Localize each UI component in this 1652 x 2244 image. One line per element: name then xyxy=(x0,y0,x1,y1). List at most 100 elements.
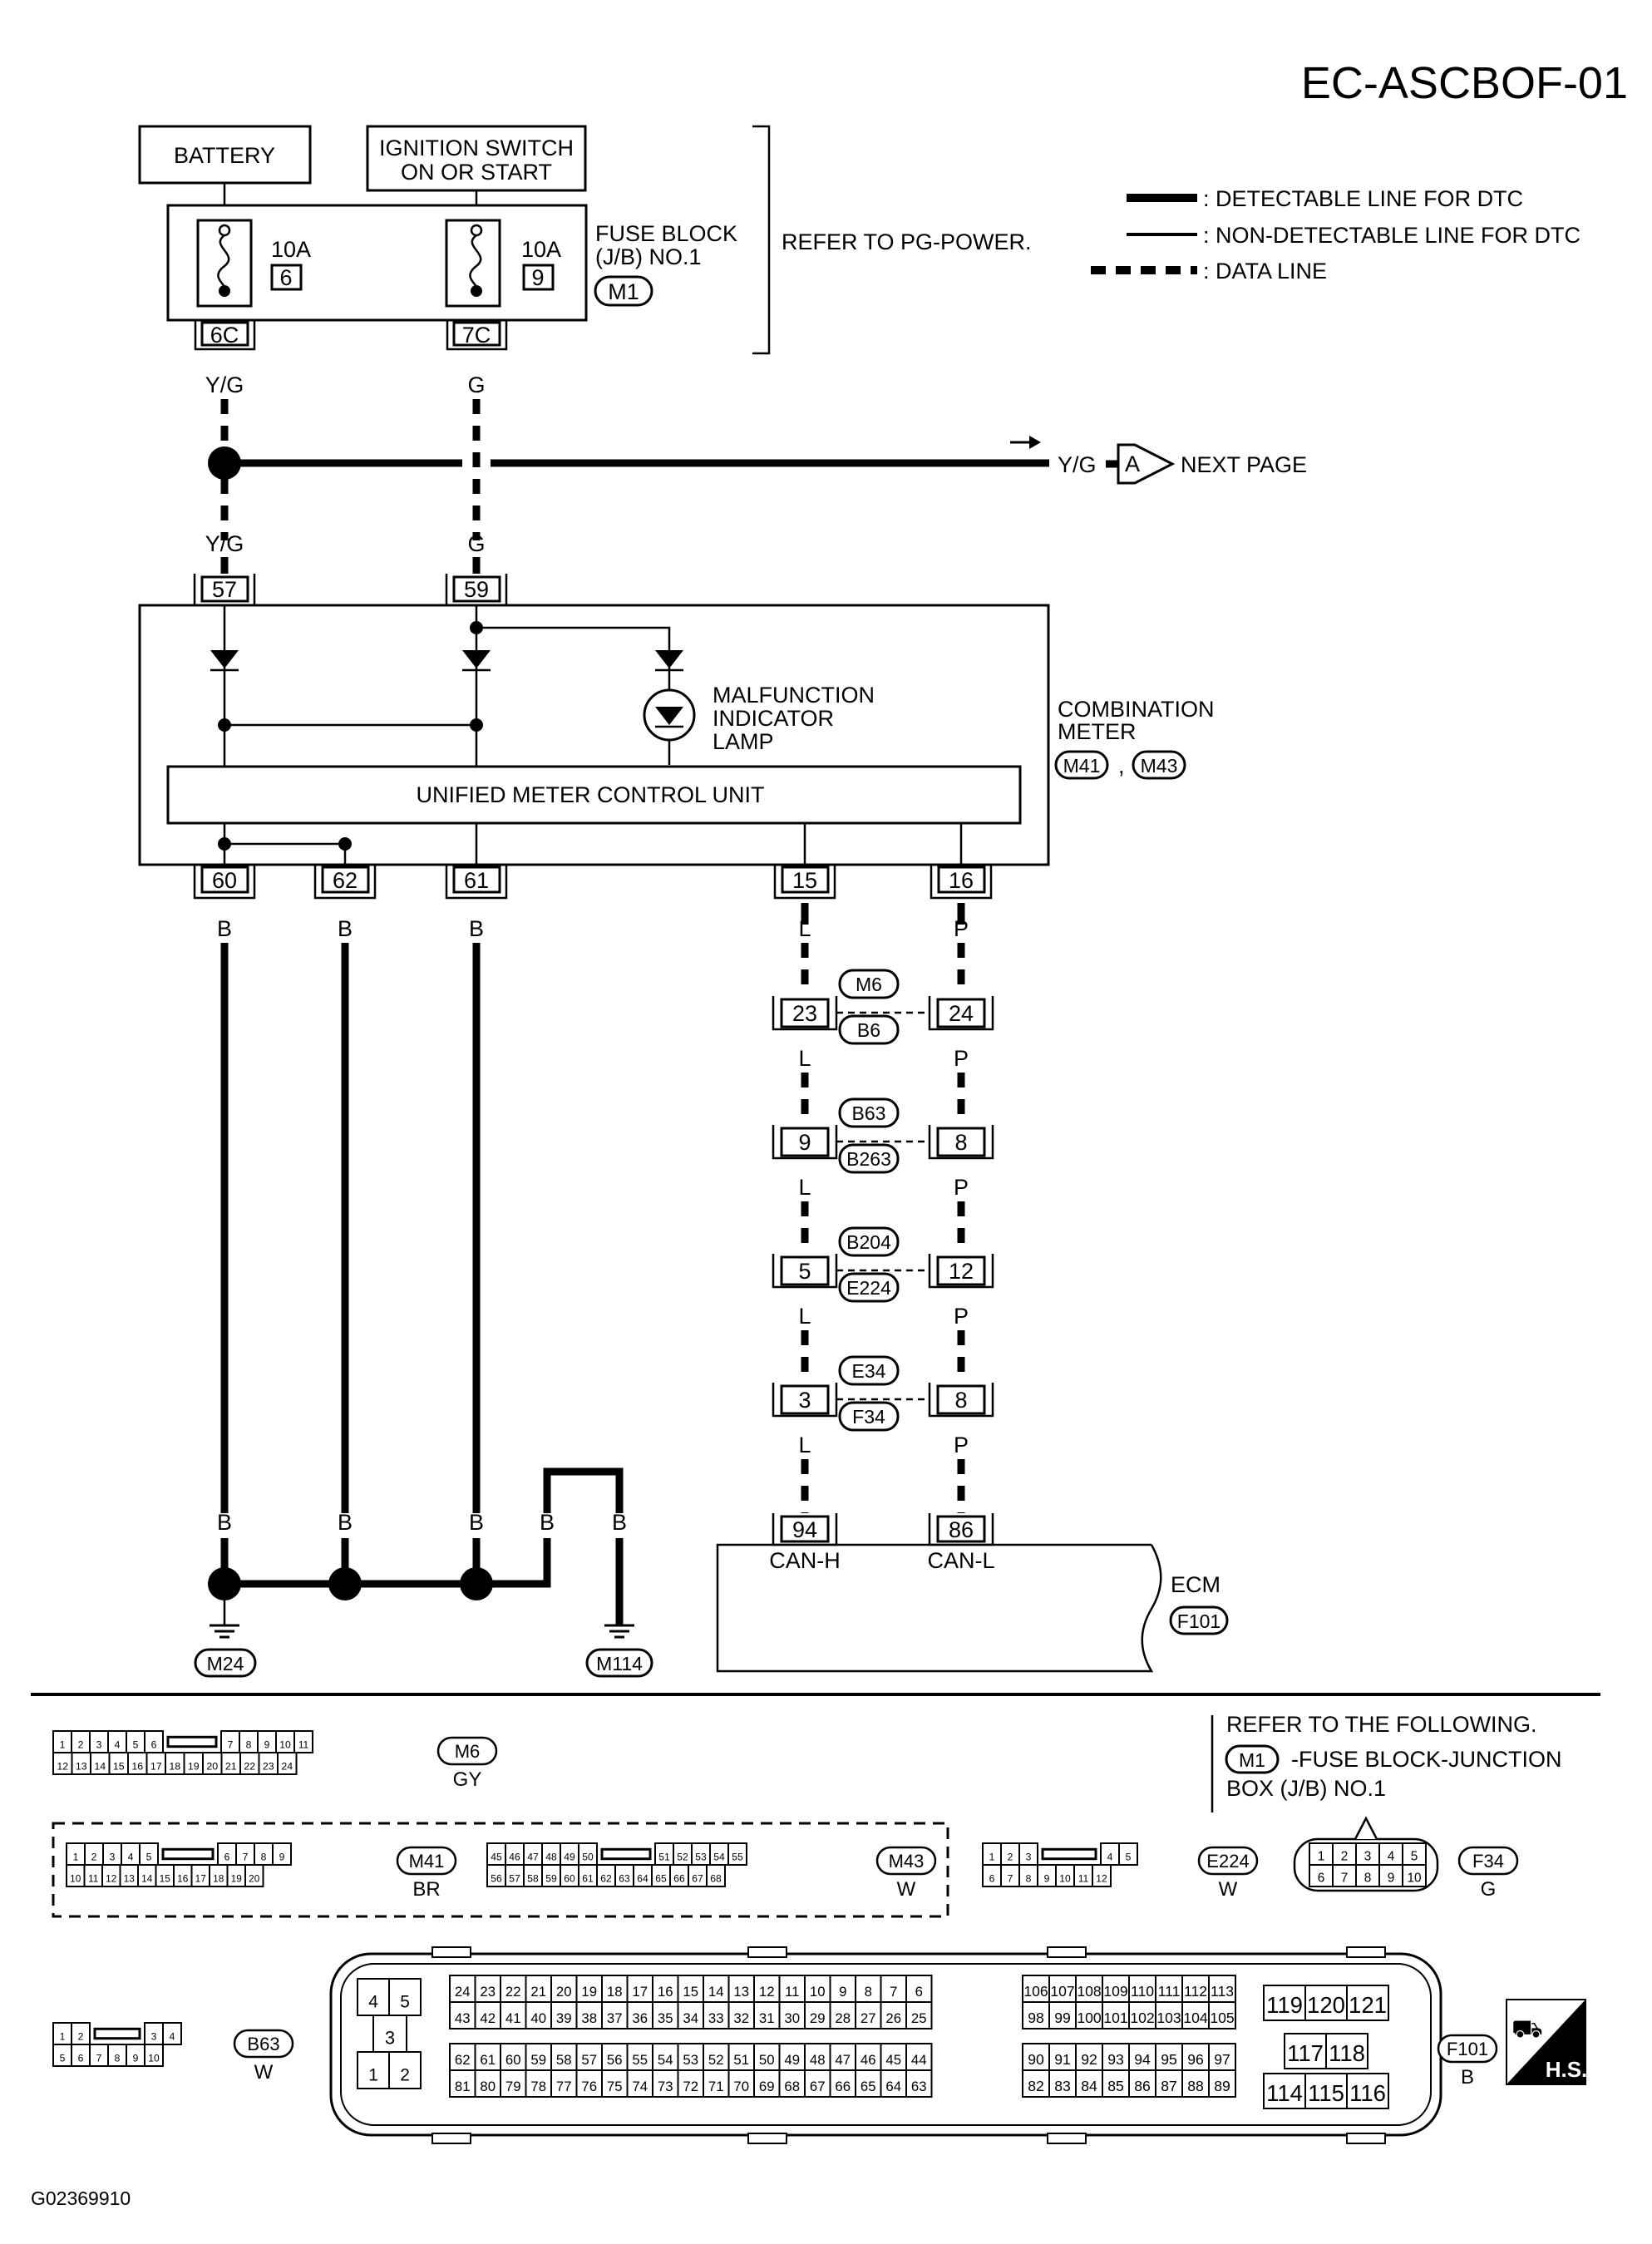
f101-cell xyxy=(1102,1975,1130,2003)
fuse-6-number: 6 xyxy=(279,265,292,290)
meter-pin-15: 15 xyxy=(792,868,817,893)
m6-pin: 7 xyxy=(228,1738,234,1750)
f101-pin: 58 xyxy=(556,2052,572,2068)
f101-pin: 47 xyxy=(835,2052,851,2068)
f101-pin: 32 xyxy=(733,2010,749,2026)
f101-pin: 109 xyxy=(1103,1983,1127,2000)
e224-pin: 1 xyxy=(989,1851,995,1862)
e224-pin: 2 xyxy=(1008,1851,1013,1862)
f101-pin: 121 xyxy=(1349,1992,1387,2018)
b63-cell xyxy=(162,2022,182,2045)
f101-pin: 52 xyxy=(708,2052,724,2068)
m43-cell xyxy=(727,1842,747,1866)
m43-pin: 65 xyxy=(655,1872,667,1884)
f101-inner xyxy=(340,1963,1432,2126)
f101-cell xyxy=(1022,2069,1050,2098)
f101-pin: 97 xyxy=(1214,2051,1230,2068)
battery-label: BATTERY xyxy=(174,143,275,168)
f101-cell xyxy=(855,2069,882,2098)
junction-1-left-pin: 23 xyxy=(792,1001,817,1026)
f101-pin: 20 xyxy=(556,1984,572,2000)
f101-pin: 84 xyxy=(1081,2078,1097,2094)
m43-pin: 59 xyxy=(545,1872,557,1884)
e224-cell xyxy=(1092,1864,1112,1887)
ground-icon-1 xyxy=(210,1624,239,1639)
f101-pin: 30 xyxy=(784,2010,800,2026)
refer-following-2: -FUSE BLOCK-JUNCTION xyxy=(1291,1747,1562,1772)
m41-m43-enclosure xyxy=(52,1822,949,1918)
f101-cell xyxy=(703,1975,730,2003)
f101-cell xyxy=(753,1975,781,2003)
f101-pin: 51 xyxy=(733,2052,749,2068)
b63-pin: 9 xyxy=(133,2052,139,2064)
m6-pin: 15 xyxy=(113,1760,125,1772)
f101-cell xyxy=(575,2001,603,2029)
diagram-title: EC-ASCBOF-01 xyxy=(1301,58,1628,108)
f101-cell xyxy=(1304,2073,1348,2109)
f101-cell xyxy=(829,2043,856,2071)
f101-pin: 98 xyxy=(1028,2010,1044,2026)
ignition-label-2: ON OR START xyxy=(401,160,552,185)
wire-label-g-top: G xyxy=(467,372,485,397)
junction-3-left-pin: 5 xyxy=(798,1259,811,1284)
m6-pin: 2 xyxy=(78,1738,84,1750)
wire-b-61: B xyxy=(469,916,484,941)
e224-id: E224 xyxy=(1206,1851,1249,1872)
f101-pin: 92 xyxy=(1081,2051,1097,2068)
e224-pin: 11 xyxy=(1078,1872,1089,1884)
m6-cell xyxy=(293,1730,313,1753)
f101-cell xyxy=(804,2069,831,2098)
f101-cell xyxy=(1075,2069,1103,2098)
f101-pin: 13 xyxy=(733,1984,749,2000)
b63-pin: 1 xyxy=(60,2030,66,2042)
m41-pin: 12 xyxy=(106,1872,116,1884)
f101-cell xyxy=(1304,1985,1348,2021)
m41-pin: 20 xyxy=(249,1872,260,1884)
f101-latch-bottom xyxy=(747,2133,787,2144)
m41-pin: 1 xyxy=(73,1851,79,1862)
m6-key xyxy=(166,1735,218,1748)
ecm-box xyxy=(716,1543,1162,1673)
f101-pin: 72 xyxy=(683,2079,698,2094)
m6-pin: 11 xyxy=(298,1738,309,1750)
junction-4-bottom: F34 xyxy=(852,1406,885,1428)
m41-pin: 15 xyxy=(160,1872,171,1884)
f101-pin: 67 xyxy=(810,2079,826,2094)
junction-4-right-pin: 8 xyxy=(954,1388,967,1413)
meter-pin-16: 16 xyxy=(949,868,974,893)
f101-pin: 88 xyxy=(1187,2078,1204,2094)
meter-pin-59: 59 xyxy=(464,577,489,602)
m43-pin: 66 xyxy=(673,1872,685,1884)
f101-cell xyxy=(500,1975,527,2003)
e224-tag xyxy=(1197,1846,1259,1876)
f101-pin: 71 xyxy=(708,2079,724,2094)
f34-pin: 4 xyxy=(1388,1849,1395,1863)
f101-cell xyxy=(372,2015,407,2053)
m43-pin: 56 xyxy=(491,1872,502,1884)
f101-cell xyxy=(727,2001,755,2029)
next-page-label: NEXT PAGE xyxy=(1181,452,1307,477)
mil-label-1: MALFUNCTION xyxy=(713,683,875,708)
f101-cell xyxy=(905,2043,933,2071)
f101-pin: 89 xyxy=(1214,2078,1230,2094)
f101-tag xyxy=(1437,2034,1498,2064)
m6-pin: 19 xyxy=(188,1760,200,1772)
junction-1-wire-p: P xyxy=(954,1046,969,1071)
meter-conn-m41: M41 xyxy=(1063,755,1101,777)
f101-cell xyxy=(474,2001,501,2029)
legend-data-text: : DATA LINE xyxy=(1203,259,1327,284)
m43-pin: 51 xyxy=(658,1851,670,1862)
m6-pin: 4 xyxy=(115,1738,121,1750)
f101-pin: 70 xyxy=(733,2079,749,2094)
m6-pin: 10 xyxy=(279,1738,291,1750)
f101-latch-top xyxy=(431,1946,471,1958)
f34-latch xyxy=(1354,1816,1378,1840)
f101-pin: 50 xyxy=(759,2052,775,2068)
m41-pin: 5 xyxy=(146,1851,152,1862)
f101-latch-bottom xyxy=(431,2133,471,2144)
f101-cell xyxy=(626,2043,653,2071)
f101-pin: 33 xyxy=(708,2010,724,2026)
f101-pin: 73 xyxy=(658,2079,673,2094)
f101-cell xyxy=(880,2043,907,2071)
f34-pin: 5 xyxy=(1411,1849,1418,1863)
